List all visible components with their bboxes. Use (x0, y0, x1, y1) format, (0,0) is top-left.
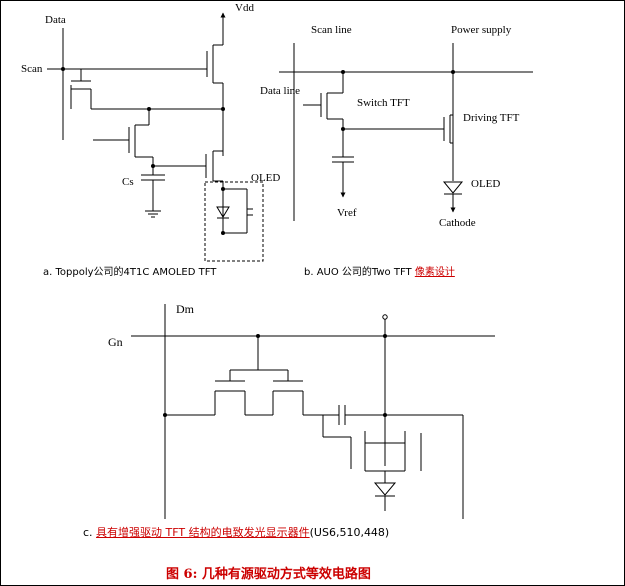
circuit-b-power-supply-label: Power supply (451, 24, 512, 36)
circuit-b-switch-tft-label: Switch TFT (357, 97, 410, 109)
circuit-a-vdd-label: Vdd (235, 2, 254, 14)
figure-title: 图 6: 几种有源驱动方式等效电路图 (166, 567, 371, 582)
circuit-b-caption-link[interactable]: 像素设计 (414, 267, 455, 278)
circuit-b-vref-label: Vref (337, 207, 357, 219)
circuit-b-caption: b. AUO 公司的Two TFT 像素设计 (304, 267, 455, 279)
circuit-b-two-tft (279, 43, 533, 221)
circuit-b-caption-text: b. AUO 公司的Two TFT (304, 267, 415, 278)
circuit-a-4t1c (47, 12, 264, 262)
circuit-b-driving-tft-label: Driving TFT (463, 112, 520, 124)
circuit-c-gn-label: Gn (108, 335, 123, 349)
circuit-c-enhanced-tft (131, 304, 495, 519)
oled-box-a (204, 181, 264, 262)
circuit-c-dm-label: Dm (176, 302, 194, 316)
circuit-b-data-line-label: Data line (260, 85, 301, 97)
circuit-a-caption: a. Toppoly公司的4T1C AMOLED TFT (43, 267, 217, 278)
circuit-b-cathode-label: Cathode (439, 217, 476, 229)
circuit-c-caption-suffix: (US6,510,448) (309, 526, 390, 539)
circuit-b-oled-label: OLED (471, 178, 501, 190)
circuit-c-caption-prefix: c. (83, 526, 97, 539)
circuit-a-data-label: Data (45, 14, 66, 26)
circuit-a-scan-label: Scan (21, 63, 43, 75)
circuit-c-caption-link[interactable]: 具有增强驱动 TFT 结构的电致发光显示器件 (96, 526, 310, 539)
circuit-a-oled-label: OLED (251, 172, 281, 184)
circuit-c-caption: c. 具有增强驱动 TFT 结构的电致发光显示器件(US6,510,448) (83, 527, 389, 539)
supply-terminal-c (382, 314, 388, 320)
circuit-b-scan-line-label: Scan line (311, 24, 352, 36)
circuit-a-cs-label: Cs (122, 176, 134, 188)
junction-dots (61, 67, 455, 417)
